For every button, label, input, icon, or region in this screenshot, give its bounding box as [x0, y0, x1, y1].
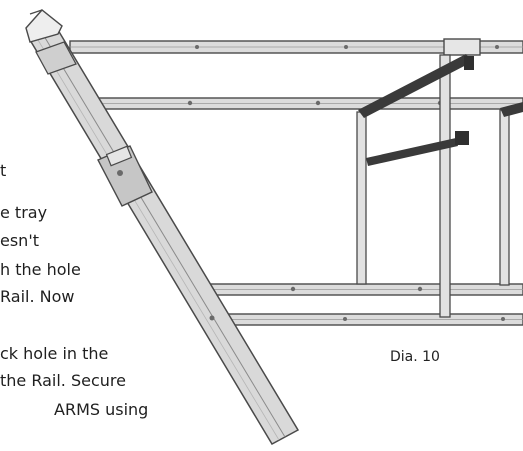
- diagram-caption: Dia. 10: [390, 349, 440, 365]
- instruction-line-7: the Rail. Secure: [0, 371, 126, 390]
- vertical-posts: [356, 54, 510, 318]
- instruction-line-4: h the hole: [0, 260, 81, 279]
- bottom-rail: [219, 313, 523, 326]
- instruction-line-2: e tray: [0, 203, 48, 222]
- lower-rail: [204, 283, 523, 296]
- instruction-line-6: ck hole in the: [0, 344, 109, 363]
- diagonal-rail: [25, 9, 300, 446]
- top-rail: [69, 38, 523, 56]
- support-arms: [358, 54, 523, 166]
- upper-middle-rail: [74, 97, 523, 110]
- instruction-line-1: t: [0, 161, 7, 180]
- instruction-line-8: ARMS using: [54, 400, 149, 419]
- instruction-line-3: esn't: [0, 231, 39, 250]
- instruction-line-5: Rail. Now: [0, 287, 75, 306]
